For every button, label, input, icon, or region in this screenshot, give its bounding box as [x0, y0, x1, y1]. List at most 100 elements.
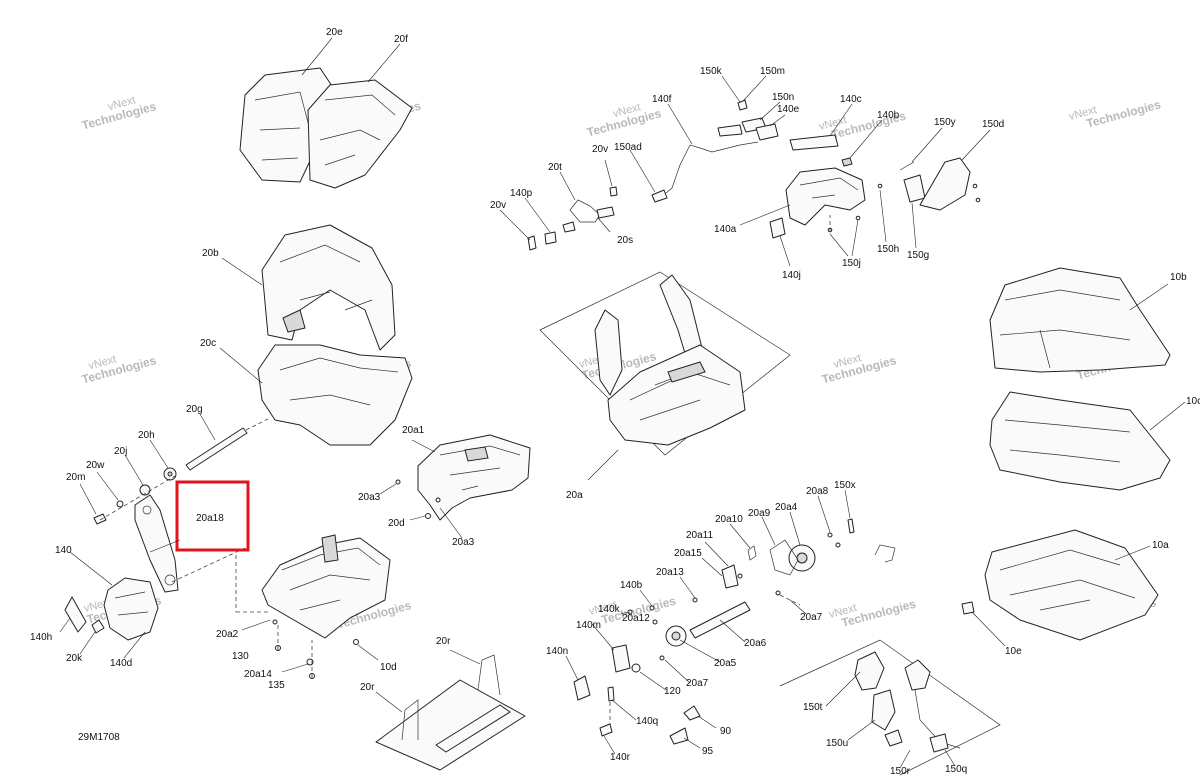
highlighted-label-20a18: 20a18 [196, 513, 224, 524]
label-20j: 20j [114, 446, 127, 457]
label-20d: 20d [388, 518, 405, 529]
label-20a8: 20a8 [806, 486, 829, 497]
part-20a4 [788, 511, 816, 572]
label-90: 90 [720, 726, 732, 737]
part-140b-mid-140k-20a12 [619, 589, 658, 625]
label-20a7-top: 20a7 [800, 612, 823, 623]
label-20w: 20w [86, 460, 105, 471]
part-20f [301, 37, 413, 189]
label-140a: 140a [714, 224, 737, 235]
label-140e: 140e [777, 104, 800, 115]
label-140k: 140k [598, 604, 621, 615]
part-10c [989, 391, 1186, 491]
part-150-box [779, 639, 1001, 776]
label-drawing-code: 29M1708 [78, 732, 120, 743]
label-10a: 10a [1152, 540, 1169, 551]
part-140r [599, 723, 616, 755]
part-150h [877, 183, 887, 243]
part-20g [185, 413, 271, 471]
part-150d [919, 129, 991, 211]
part-120 [631, 663, 667, 691]
part-20a7-bottom [659, 655, 691, 684]
label-20g: 20g [186, 404, 203, 415]
label-20a15: 20a15 [674, 548, 702, 559]
part-95 [669, 727, 701, 749]
label-150u: 150u [826, 738, 848, 749]
part-10e [961, 601, 1006, 647]
label-150ad: 150ad [614, 142, 642, 153]
label-140j: 140j [782, 270, 801, 281]
label-140b-mid: 140b [620, 580, 643, 591]
label-140d: 140d [110, 658, 132, 669]
label-20k: 20k [66, 653, 83, 664]
label-20r-bottom: 20r [360, 682, 375, 693]
labels: 20e 20f 20b 20c 20g 20h 20j 20w 20m 140 … [30, 27, 1200, 777]
label-20b: 20b [202, 248, 219, 259]
label-120: 120 [664, 686, 681, 697]
part-20a10 [729, 523, 757, 561]
label-150r: 150r [890, 766, 911, 777]
part-140c [789, 103, 883, 167]
label-150t: 150t [803, 702, 823, 713]
label-20s: 20s [617, 235, 633, 246]
part-20t-20s [559, 171, 615, 233]
part-20b [221, 224, 396, 351]
label-20a14: 20a14 [244, 669, 272, 680]
part-140j [769, 217, 791, 267]
part-140h [59, 596, 87, 633]
label-150q: 150q [945, 764, 967, 775]
label-20e: 20e [326, 27, 343, 38]
part-140m [591, 623, 631, 673]
part-20a7-top [775, 590, 807, 615]
label-20a9: 20a9 [748, 508, 771, 519]
label-140b-top: 140b [877, 110, 900, 121]
label-140h: 140h [30, 632, 52, 643]
label-20a: 20a [566, 490, 583, 501]
label-20f: 20f [394, 34, 408, 45]
label-20a4: 20a4 [775, 502, 798, 513]
part-140 [134, 494, 246, 593]
part-20a8 [817, 495, 841, 548]
label-20a1: 20a1 [402, 425, 425, 436]
label-20a7-bottom: 20a7 [686, 678, 709, 689]
label-20a10: 20a10 [715, 514, 743, 525]
label-150n: 150n [772, 92, 794, 103]
label-20v-top: 20v [592, 144, 608, 155]
label-140c: 140c [840, 94, 862, 105]
watermark: Technologies [840, 597, 918, 630]
label-20h: 20h [138, 430, 155, 441]
watermark: Technologies [1085, 97, 1163, 130]
label-140q: 140q [636, 716, 658, 727]
part-20a11-20a15-20a13 [679, 541, 743, 603]
part-140a [739, 167, 866, 226]
label-10e: 10e [1005, 646, 1022, 657]
label-20a5: 20a5 [714, 658, 737, 669]
label-20r-top: 20r [436, 636, 451, 647]
label-20c: 20c [200, 338, 216, 349]
part-20r [375, 649, 526, 771]
label-10b: 10b [1170, 272, 1187, 283]
label-150d: 150d [982, 119, 1004, 130]
label-150m: 150m [760, 66, 785, 77]
label-10c: 10c [1186, 396, 1200, 407]
label-20v-left: 20v [490, 200, 506, 211]
hardware-left [79, 439, 177, 525]
label-20a12: 20a12 [622, 613, 650, 624]
label-150j: 150j [842, 258, 861, 269]
label-130: 130 [232, 651, 249, 662]
part-140f [629, 103, 759, 203]
label-140p: 140p [510, 188, 533, 199]
label-140: 140 [55, 545, 72, 556]
label-20a11: 20a11 [686, 530, 714, 541]
label-10d: 10d [380, 662, 397, 673]
label-150g: 150g [907, 250, 929, 261]
label-20m: 20m [66, 472, 85, 483]
part-20v-left [499, 209, 537, 251]
part-10b [989, 267, 1171, 373]
label-150x: 150x [834, 480, 856, 491]
part-150k-150m-150n-140e [717, 75, 786, 141]
part-90 [683, 705, 717, 729]
highlight-box [175, 480, 250, 552]
part-20v-top [604, 159, 618, 197]
label-140m: 140m [576, 620, 601, 631]
